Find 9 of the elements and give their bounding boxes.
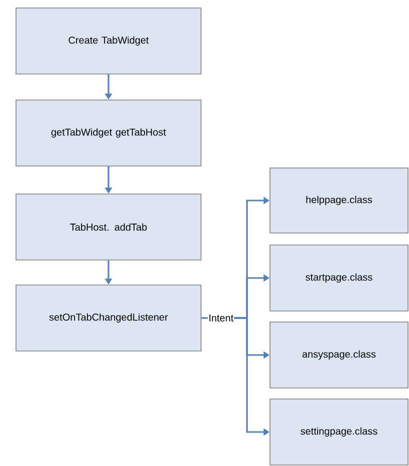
process-box: TabHost. addTab — [16, 194, 202, 260]
process-box: helppage.class — [270, 168, 408, 234]
process-box: startpage.class — [270, 244, 408, 312]
process-box: getTabWidget getTabHost — [16, 100, 202, 166]
edge-label: Intent — [209, 314, 234, 322]
process-box: ansyspage.class — [270, 322, 408, 388]
process-box: settingpage.class — [270, 398, 408, 466]
process-box: Create TabWidget — [16, 8, 202, 74]
process-box: setOnTabChangedListener — [16, 284, 202, 352]
